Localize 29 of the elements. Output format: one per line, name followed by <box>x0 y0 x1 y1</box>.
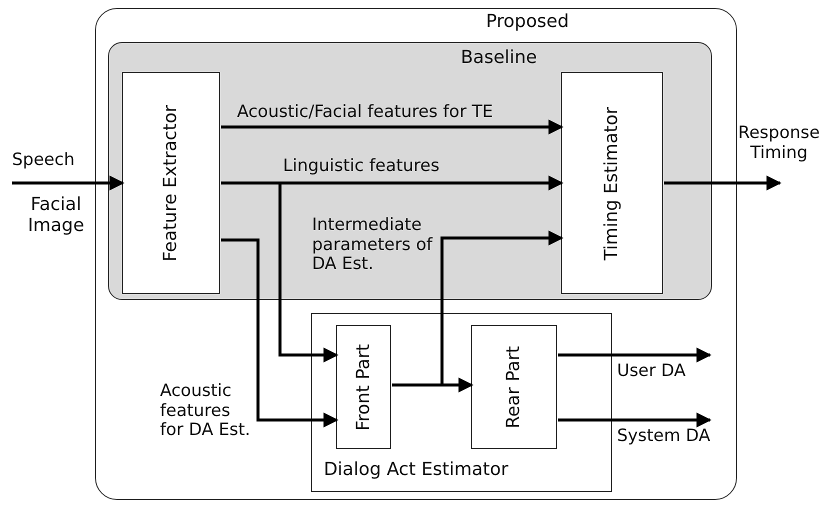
box-label: Feature Extractor <box>161 104 181 262</box>
edge-label: Response Timing <box>737 124 821 164</box>
edge-label: Speech <box>12 151 75 171</box>
group-title: Proposed <box>486 12 569 32</box>
edge-label: User DA <box>617 362 686 382</box>
box-label: Front Part <box>354 344 374 430</box>
group-box <box>310 312 612 492</box>
box-label: Rear Part <box>504 346 524 429</box>
edge-label: Intermediate parameters of DA Est. <box>312 216 434 275</box>
edge-label: Acoustic features for DA Est. <box>160 382 252 441</box>
arrow <box>558 412 712 428</box>
arrow <box>221 120 564 134</box>
arrow <box>664 176 782 190</box>
group-title: Baseline <box>460 48 538 68</box>
process-box <box>561 72 664 294</box>
process-box <box>122 72 220 294</box>
process-box <box>336 325 392 450</box>
edge-label: System DA <box>617 427 710 447</box>
arrow <box>558 348 712 362</box>
arrow <box>221 238 338 428</box>
edge-label: Linguistic features <box>283 157 440 177</box>
group-box <box>108 42 712 300</box>
box-label: Timing Estimator <box>602 106 622 260</box>
process-box <box>471 325 558 450</box>
arrow <box>12 176 124 190</box>
group-title: Dialog Act Estimator <box>324 460 508 480</box>
group-box <box>95 8 737 500</box>
input-label: Facial Image <box>26 195 86 236</box>
edge-label: Acoustic/Facial features for TE <box>237 103 493 123</box>
